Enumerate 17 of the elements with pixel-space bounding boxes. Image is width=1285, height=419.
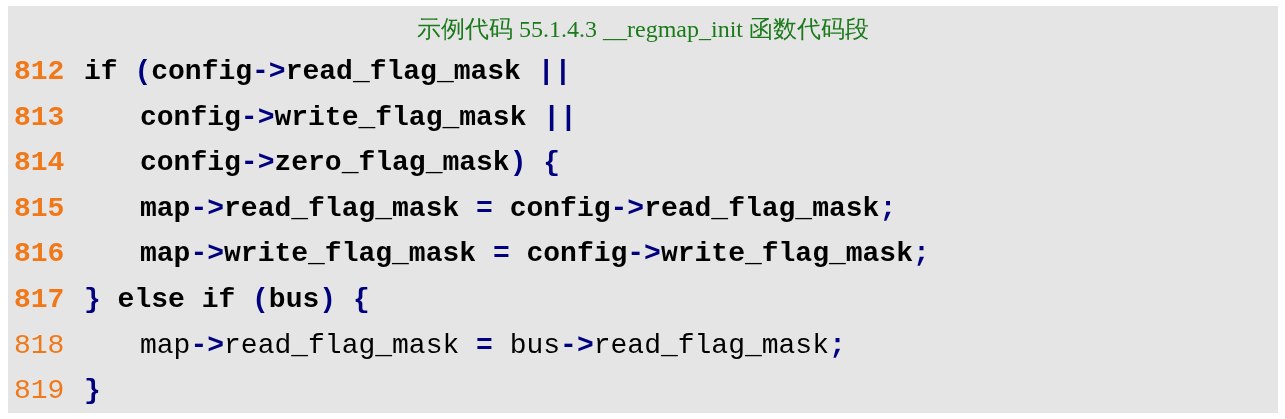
- line-number: 818: [14, 328, 66, 363]
- line-number: 813: [14, 100, 66, 135]
- code-line: }: [84, 375, 101, 407]
- code-line: config->write_flag_mask ||: [140, 101, 577, 133]
- code-line: map->write_flag_mask = config->write_flag_mask;: [140, 238, 930, 270]
- listing-title: 示例代码 55.1.4.3 __regmap_init 函数代码段: [416, 15, 870, 44]
- line-number: 814: [14, 146, 66, 181]
- code-line: config->zero_flag_mask) {: [140, 147, 561, 179]
- code-line: map->read_flag_mask = bus->read_flag_mask;: [140, 329, 846, 361]
- code-line: if (config->read_flag_mask ||: [84, 56, 572, 87]
- line-number: 816: [14, 237, 66, 272]
- line-number: 817: [14, 283, 66, 317]
- code-line: } else if (bus) {: [84, 284, 370, 315]
- line-number: 815: [14, 191, 66, 226]
- line-number: 819: [14, 374, 66, 409]
- code-line: map->read_flag_mask = config->read_flag_mask;: [140, 192, 897, 224]
- line-number: 812: [14, 55, 66, 89]
